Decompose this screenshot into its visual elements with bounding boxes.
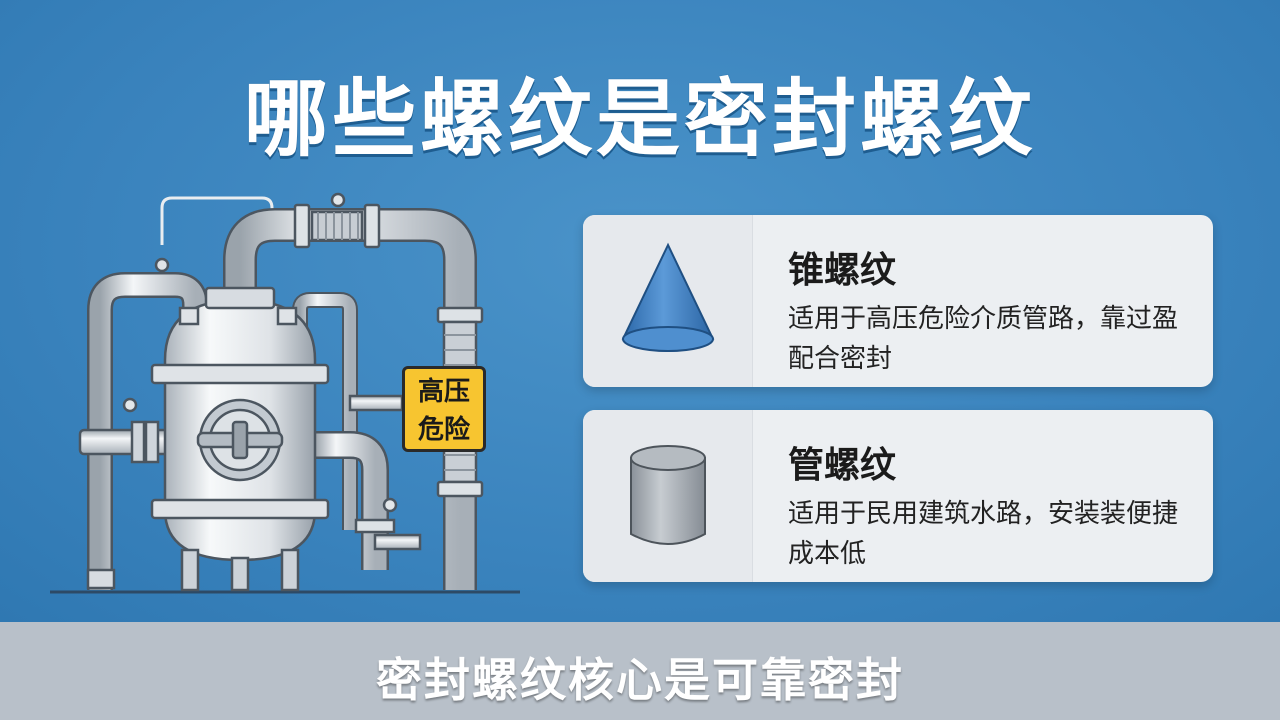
warning-sign-line2: 危险 — [417, 415, 470, 445]
pressure-vessel-illustration — [50, 192, 520, 594]
card-icon-area — [583, 215, 753, 387]
card-tapered-thread: 锥螺纹 适用于高压危险介质管路，靠过盈配合密封 — [583, 215, 1213, 387]
high-pressure-warning-sign: 高压 危险 — [402, 366, 486, 452]
subtitle-caption: 密封螺纹核心是可靠密封 — [376, 653, 904, 707]
card-icon-area — [583, 410, 753, 582]
card-description: 适用于高压危险介质管路，靠过盈配合密封 — [788, 304, 1179, 374]
card-title: 管螺纹 — [788, 445, 897, 486]
card-title: 锥螺纹 — [788, 250, 897, 291]
subtitle-bar — [0, 622, 1280, 720]
cylinder-icon — [630, 445, 706, 545]
card-pipe-thread: 管螺纹 适用于民用建筑水路，安装装便捷成本低 — [583, 410, 1213, 582]
card-description: 适用于民用建筑水路，安装装便捷成本低 — [788, 499, 1179, 569]
cone-icon — [621, 242, 715, 352]
warning-sign-line1: 高压 — [417, 377, 470, 407]
page-title: 哪些螺纹是密封螺纹 — [243, 70, 1036, 168]
